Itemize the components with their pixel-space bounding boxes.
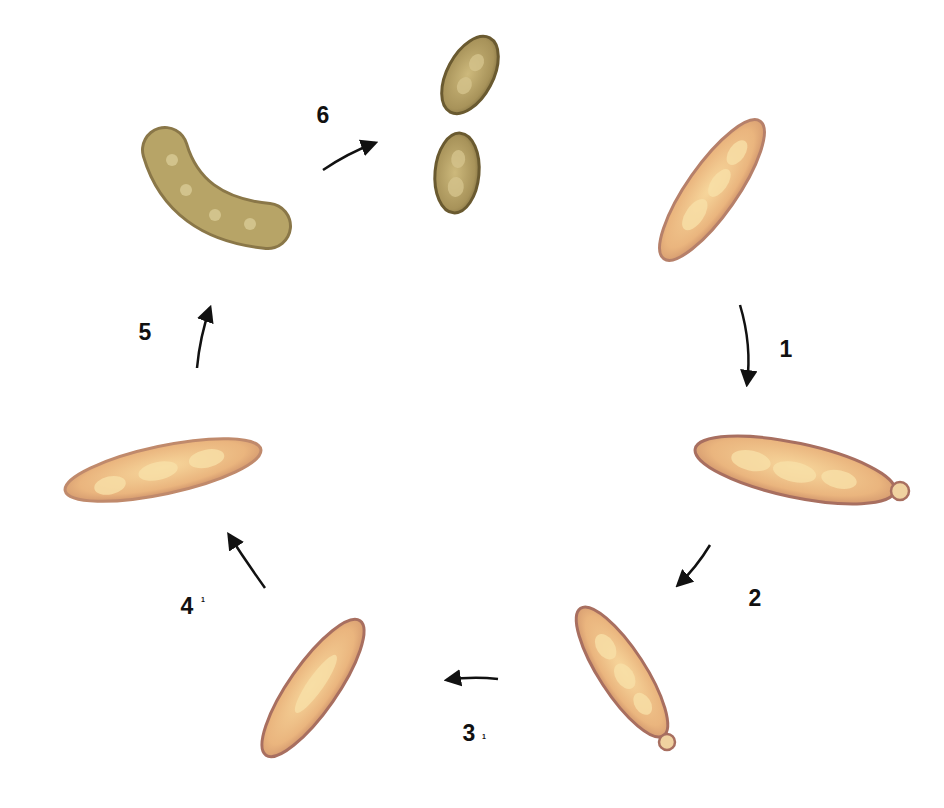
arrow — [197, 308, 210, 368]
callout-number: 1 — [201, 596, 205, 603]
spore-bud — [891, 482, 909, 500]
callout-number: 5 — [139, 321, 152, 344]
arrow — [678, 545, 710, 585]
spore — [643, 107, 780, 273]
arrow — [447, 678, 498, 680]
callout-number: 6 — [317, 104, 330, 127]
arrow — [323, 143, 375, 170]
spore — [165, 150, 268, 230]
arrow — [740, 305, 748, 384]
callout-number: 1 — [780, 338, 793, 361]
callout-number: 3 — [463, 722, 476, 745]
sequence-arrows — [197, 143, 748, 680]
callout-number: 2 — [749, 587, 762, 610]
spore — [430, 27, 510, 123]
spore-bud — [659, 734, 675, 750]
spore — [690, 422, 901, 517]
spore — [246, 607, 379, 769]
arrow — [229, 535, 265, 588]
spore — [561, 596, 682, 749]
callout-number: 1 — [482, 733, 486, 740]
spore — [432, 131, 483, 215]
spore — [60, 426, 266, 515]
callout-number: 4 — [181, 595, 194, 618]
